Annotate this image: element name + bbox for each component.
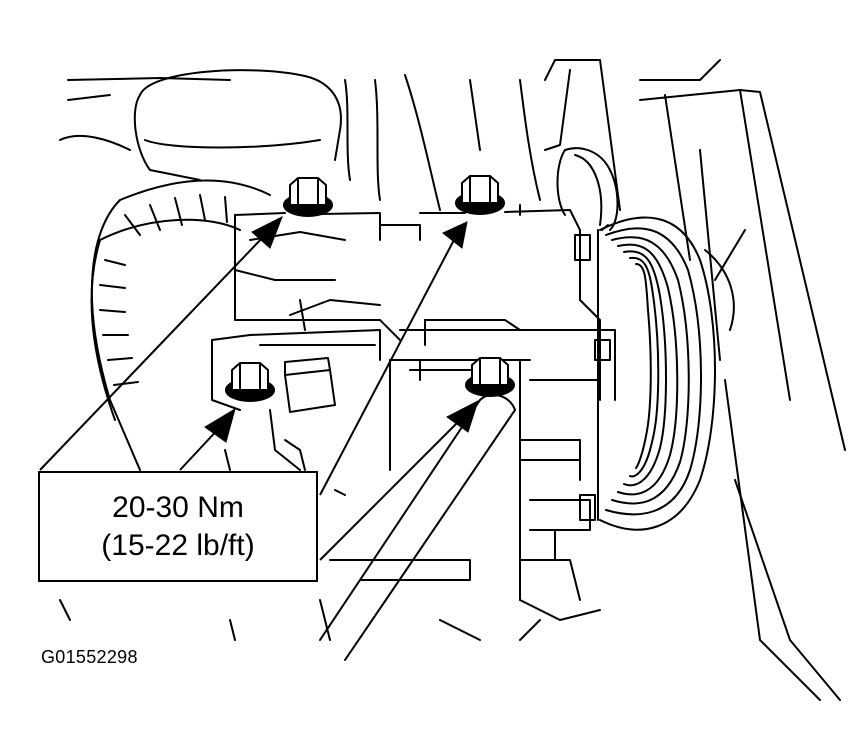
torque-callout: 20-30 Nm (15-22 lb/ft) bbox=[38, 471, 318, 582]
torque-imperial: (15-22 lb/ft) bbox=[101, 528, 255, 562]
clutch-hub bbox=[556, 147, 619, 231]
electrical-connector bbox=[284, 357, 336, 413]
leader-lines bbox=[39, 234, 461, 561]
torque-metric: 20-30 Nm bbox=[112, 490, 244, 524]
ribbed-pulley bbox=[597, 216, 716, 531]
face-bolts bbox=[574, 234, 611, 521]
rod bbox=[319, 393, 516, 661]
arrow-heads bbox=[204, 215, 479, 443]
compressor-body bbox=[59, 204, 616, 641]
engine-background bbox=[59, 59, 846, 701]
hose bbox=[90, 179, 271, 471]
figure-id: G01552298 bbox=[41, 647, 138, 667]
bolt-upper-left bbox=[283, 177, 333, 217]
bolt-upper-right bbox=[455, 175, 505, 215]
bolt-lower-left bbox=[225, 362, 275, 402]
bolt-lower-right bbox=[465, 357, 515, 397]
